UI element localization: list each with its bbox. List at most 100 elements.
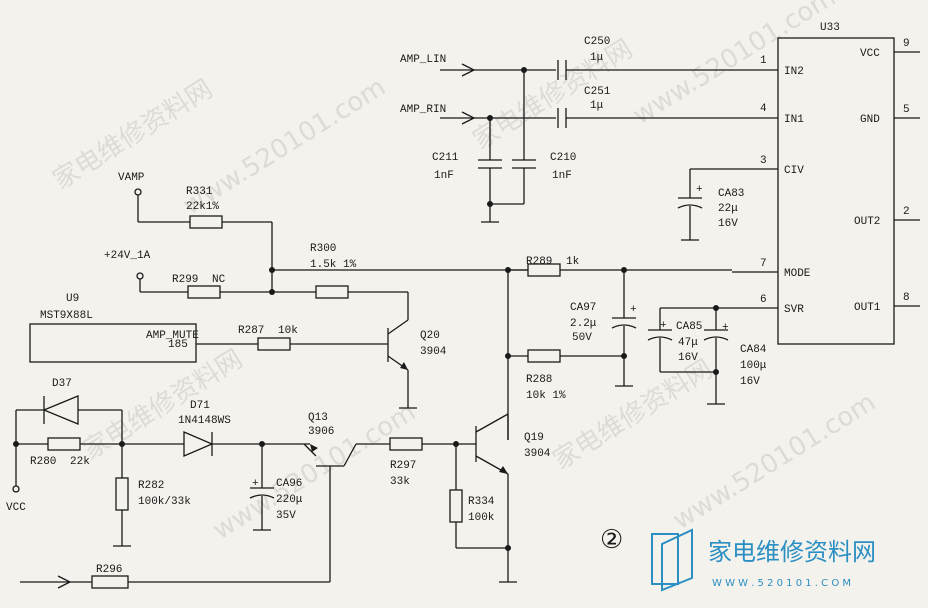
svg-text:W W W . 5 2 0 1 0 1 . C O M: W W W . 5 2 0 1 0 1 . C O M xyxy=(712,578,851,589)
svg-text:+: + xyxy=(696,184,703,196)
svg-text:R282: R282 xyxy=(138,480,164,492)
svg-text:Q13: Q13 xyxy=(308,412,328,424)
svg-text:3906: 3906 xyxy=(308,426,334,438)
svg-text:100k: 100k xyxy=(468,512,495,524)
svg-text:U33: U33 xyxy=(820,22,840,34)
svg-text:CA97: CA97 xyxy=(570,302,596,314)
svg-text:CA83: CA83 xyxy=(718,188,744,200)
svg-text:+24V_1A: +24V_1A xyxy=(104,250,151,262)
svg-text:+: + xyxy=(660,320,667,332)
svg-text:VCC: VCC xyxy=(860,48,880,60)
detect-section: D37 R280 22k VCC D71 1N4148WS R282 100k/… xyxy=(6,378,551,589)
svg-text:GND: GND xyxy=(860,114,880,126)
svg-text:R297: R297 xyxy=(390,460,416,472)
svg-text:www.520101.com: www.520101.com xyxy=(668,387,881,536)
svg-text:1: 1 xyxy=(760,55,767,67)
svg-text:1μ: 1μ xyxy=(590,100,604,112)
svg-text:Q19: Q19 xyxy=(524,432,544,444)
svg-text:1N4148WS: 1N4148WS xyxy=(178,415,231,427)
svg-text:3: 3 xyxy=(760,155,767,167)
svg-text:MST9X88L: MST9X88L xyxy=(40,310,93,322)
svg-text:C210: C210 xyxy=(550,152,576,164)
svg-text:R280: R280 xyxy=(30,456,56,468)
svg-text:35V: 35V xyxy=(276,510,296,522)
svg-text:R288: R288 xyxy=(526,374,552,386)
svg-text:CA96: CA96 xyxy=(276,478,302,490)
svg-text:33k: 33k xyxy=(390,476,410,488)
svg-text:6: 6 xyxy=(760,294,767,306)
input-section: AMP_LIN AMP_RIN C250 1μ C251 1μ C211 1nF xyxy=(400,36,744,241)
svg-text:NC: NC xyxy=(212,274,226,286)
svg-text:22k: 22k xyxy=(70,456,90,468)
svg-text:2: 2 xyxy=(903,206,910,218)
svg-text:R296: R296 xyxy=(96,564,122,576)
svg-text:家电维修资料网: 家电维修资料网 xyxy=(468,34,638,156)
svg-text:R287: R287 xyxy=(238,325,264,337)
svg-text:D37: D37 xyxy=(52,378,72,390)
svg-text:16V: 16V xyxy=(718,218,738,230)
svg-text:1nF: 1nF xyxy=(552,170,572,182)
svg-text:+: + xyxy=(252,478,259,490)
svg-text:100k/33k: 100k/33k xyxy=(138,496,191,508)
mute-section: VAMP R331 22k1% R300 1.5k 1% +24V_1A R29… xyxy=(29,172,528,409)
svg-text:22μ: 22μ xyxy=(718,203,738,215)
svg-text:220μ: 220μ xyxy=(276,494,303,506)
site-logo: 家电维修资料网 W W W . 5 2 0 1 0 1 . C O M xyxy=(651,528,876,592)
svg-text:1.5k 1%: 1.5k 1% xyxy=(310,259,357,271)
ic-u33: U33 1 IN2 4 IN1 3 CIV 7 MODE 6 SVR 9 VCC… xyxy=(716,22,920,345)
svg-text:50V: 50V xyxy=(572,332,592,344)
svg-text:100μ: 100μ xyxy=(740,360,767,372)
svg-text:R300: R300 xyxy=(310,243,336,255)
svg-text:Q20: Q20 xyxy=(420,330,440,342)
watermark: 家电维修资料网 www.520101.com 家电维修资料网 www.52010… xyxy=(48,0,881,546)
svg-text:R299: R299 xyxy=(172,274,198,286)
svg-text:R289: R289 xyxy=(526,256,552,268)
svg-text:47μ: 47μ xyxy=(678,337,698,349)
svg-text:2.2μ: 2.2μ xyxy=(570,318,597,330)
svg-text:C251: C251 xyxy=(584,86,611,98)
svg-text:3904: 3904 xyxy=(420,346,447,358)
svg-text:185: 185 xyxy=(168,339,188,351)
svg-text:家电维修资料网: 家电维修资料网 xyxy=(708,538,876,566)
svg-text:22k1%: 22k1% xyxy=(186,201,219,213)
svg-text:16V: 16V xyxy=(740,376,760,388)
svg-text:9: 9 xyxy=(903,38,910,50)
mode-svr-section: R289 1k + CA97 2.2μ 50V + CA85 47μ 16V + xyxy=(505,256,767,440)
svg-text:5: 5 xyxy=(903,104,910,116)
svg-text:7: 7 xyxy=(760,258,767,270)
svg-text:C211: C211 xyxy=(432,152,459,164)
svg-text:10k 1%: 10k 1% xyxy=(526,390,566,402)
svg-text:CA85: CA85 xyxy=(676,321,702,333)
svg-text:1k: 1k xyxy=(566,256,580,268)
svg-text:+: + xyxy=(630,304,637,316)
svg-text:CIV: CIV xyxy=(784,165,804,177)
svg-text:8: 8 xyxy=(903,292,910,304)
svg-text:1nF: 1nF xyxy=(434,170,454,182)
svg-text:MODE: MODE xyxy=(784,268,811,280)
svg-text:4: 4 xyxy=(760,103,767,115)
svg-text:SVR: SVR xyxy=(784,304,804,316)
svg-text:AMP_RIN: AMP_RIN xyxy=(400,104,446,116)
svg-text:R334: R334 xyxy=(468,496,495,508)
svg-text:VAMP: VAMP xyxy=(118,172,145,184)
svg-text:OUT2: OUT2 xyxy=(854,216,880,228)
svg-text:+: + xyxy=(722,322,729,334)
svg-text:CA84: CA84 xyxy=(740,344,767,356)
svg-text:D71: D71 xyxy=(190,400,210,412)
svg-text:10k: 10k xyxy=(278,325,298,337)
svg-text:C250: C250 xyxy=(584,36,610,48)
svg-text:AMP_MUTE: AMP_MUTE xyxy=(146,330,199,342)
svg-text:OUT1: OUT1 xyxy=(854,302,881,314)
svg-text:VCC: VCC xyxy=(6,502,26,514)
svg-text:3904: 3904 xyxy=(524,448,551,460)
figure-marker: ② xyxy=(600,525,623,555)
svg-text:AMP_LIN: AMP_LIN xyxy=(400,54,446,66)
svg-text:IN1: IN1 xyxy=(784,114,804,126)
svg-text:R331: R331 xyxy=(186,186,213,198)
svg-text:1μ: 1μ xyxy=(590,52,604,64)
svg-text:www.520101.com: www.520101.com xyxy=(628,0,841,131)
svg-text:IN2: IN2 xyxy=(784,66,804,78)
svg-text:U9: U9 xyxy=(66,293,79,305)
svg-text:16V: 16V xyxy=(678,352,698,364)
